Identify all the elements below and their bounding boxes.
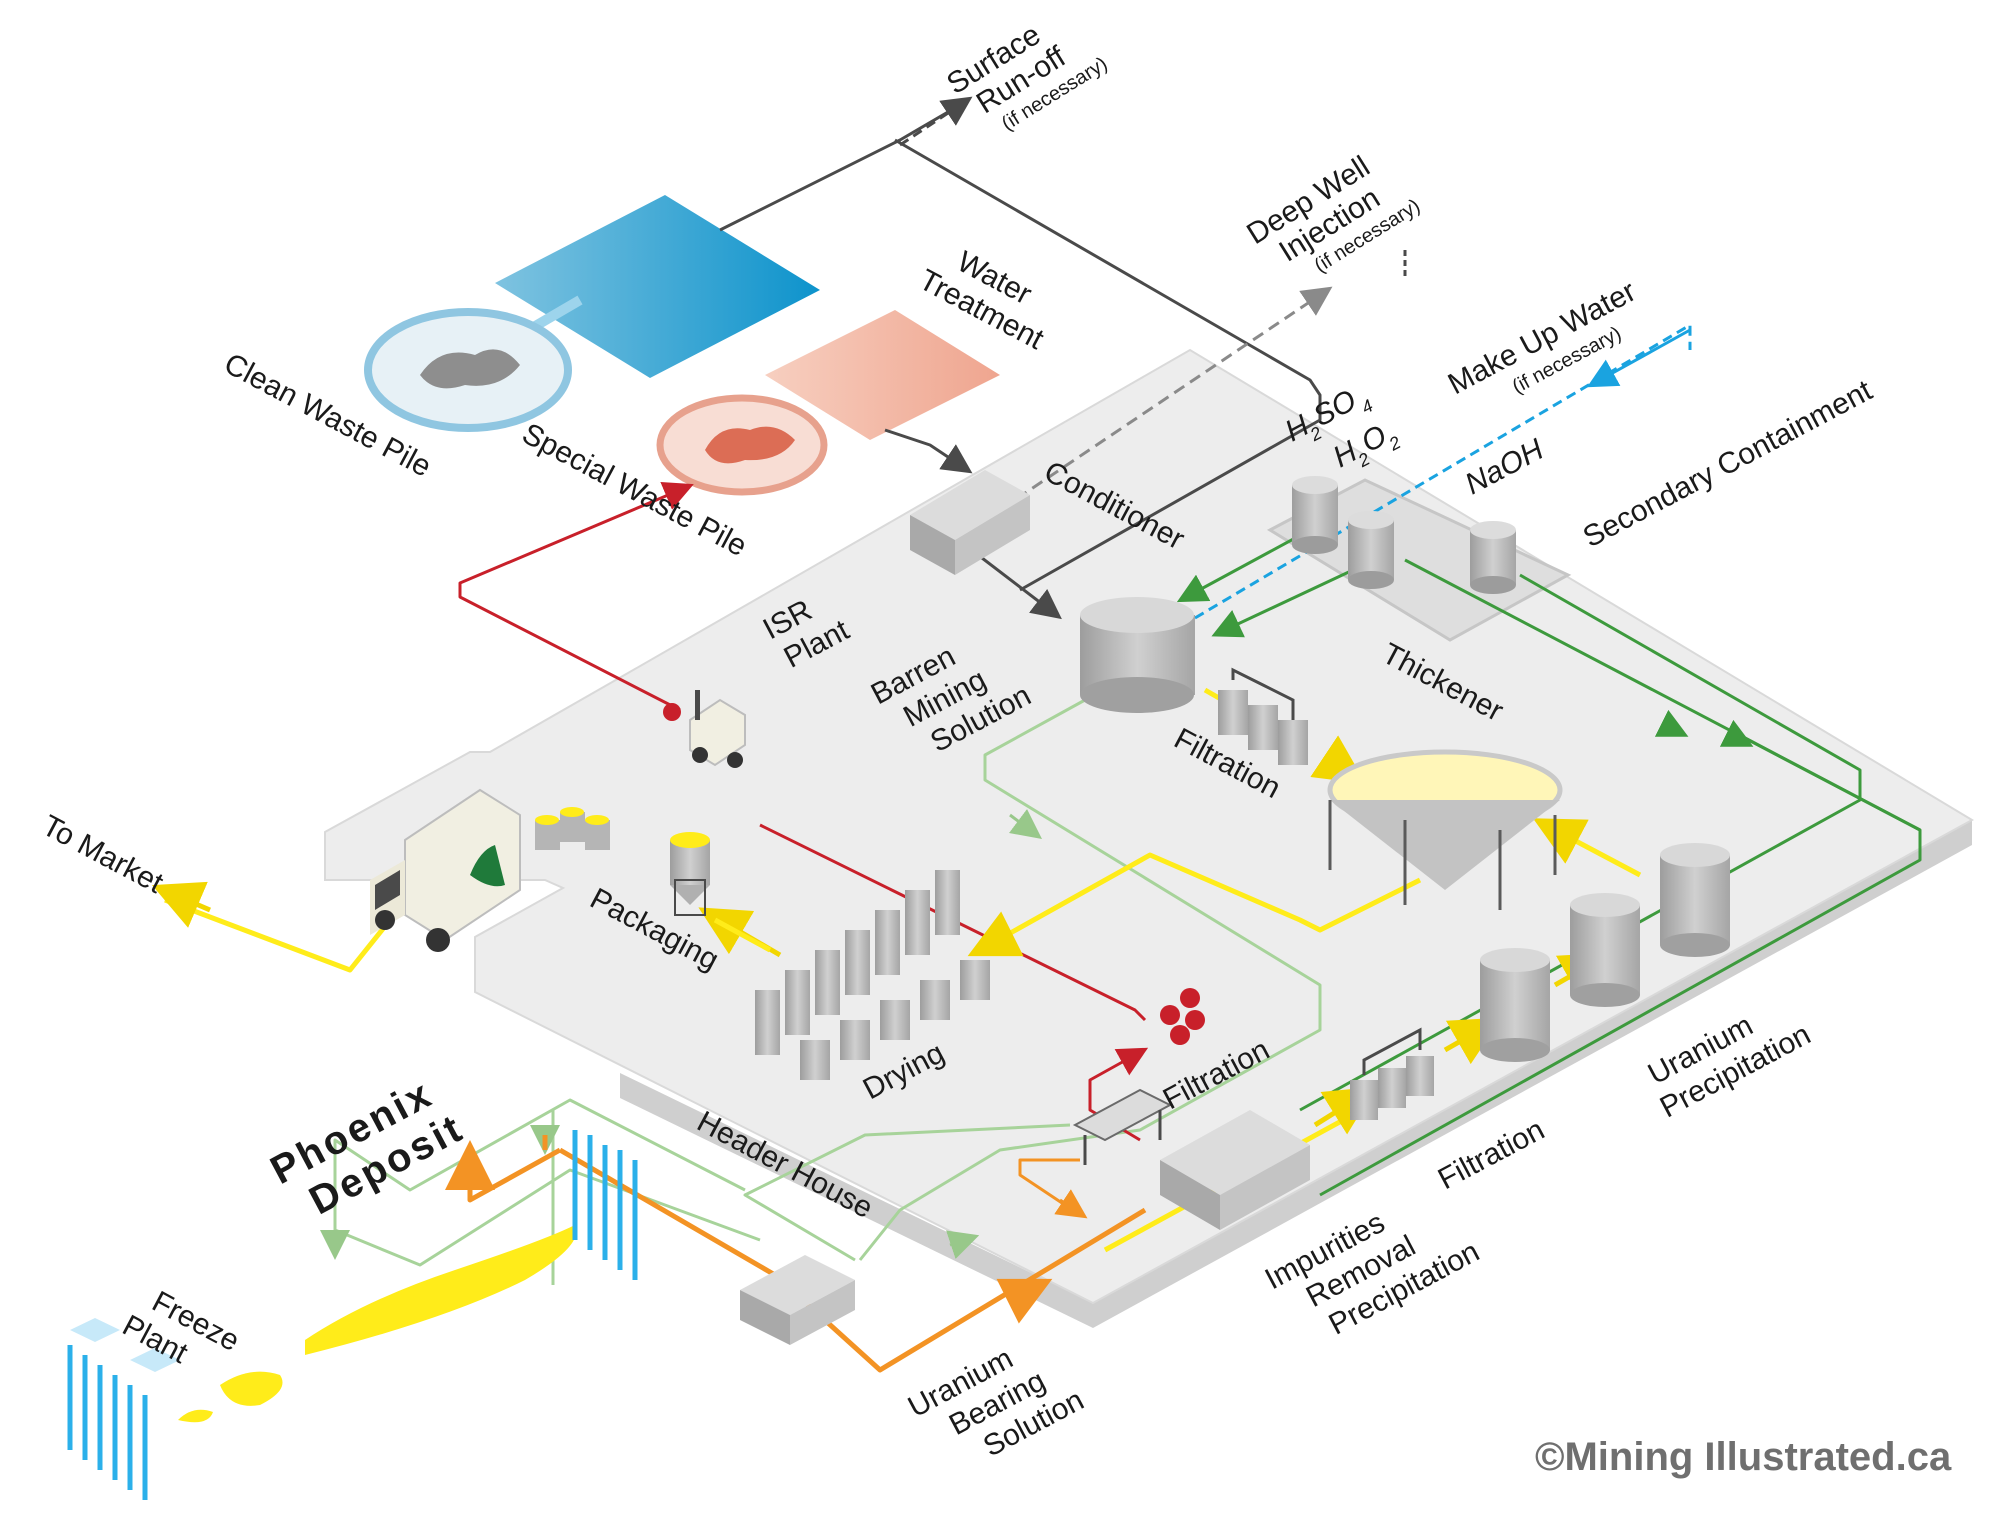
naoh-label: NaOH [1460,433,1549,501]
phoenix-orebody [178,1225,577,1423]
secondary-containment-label: Secondary Containment [1578,374,1878,555]
to-market-label: To Market [37,809,169,900]
product-drums [535,807,610,850]
forklift [663,690,746,768]
special-waste-pond [656,310,1000,496]
filtration-top-units [1218,667,1308,765]
truck [370,788,521,952]
drying-units [755,870,990,1080]
clean-waste-pond [364,195,820,432]
header-house-building [740,1255,855,1345]
isr-platform [324,348,1975,1328]
special-waste-drums [1160,988,1205,1045]
filtration-right-units [1350,1027,1434,1120]
water-treatment-unit [910,470,1030,575]
injection-wells [572,1130,638,1280]
packaging-hopper [670,832,710,916]
chemical-tank-h2o2 [1348,511,1394,589]
thickener-tank [1327,749,1563,910]
filter-press [1072,1088,1173,1165]
svg-text:4: 4 [1358,395,1376,417]
impurities-removal-unit [1160,1110,1310,1230]
precipitation-tanks [1480,843,1730,1062]
conditioner-tank [1080,597,1195,713]
chemical-tank-h2so4 [1292,476,1338,554]
freeze-plant-wells [67,1318,180,1500]
chemical-tank-naoh [1470,521,1516,594]
copyright-text: ©Mining Illustrated.ca [1535,1435,1952,1479]
